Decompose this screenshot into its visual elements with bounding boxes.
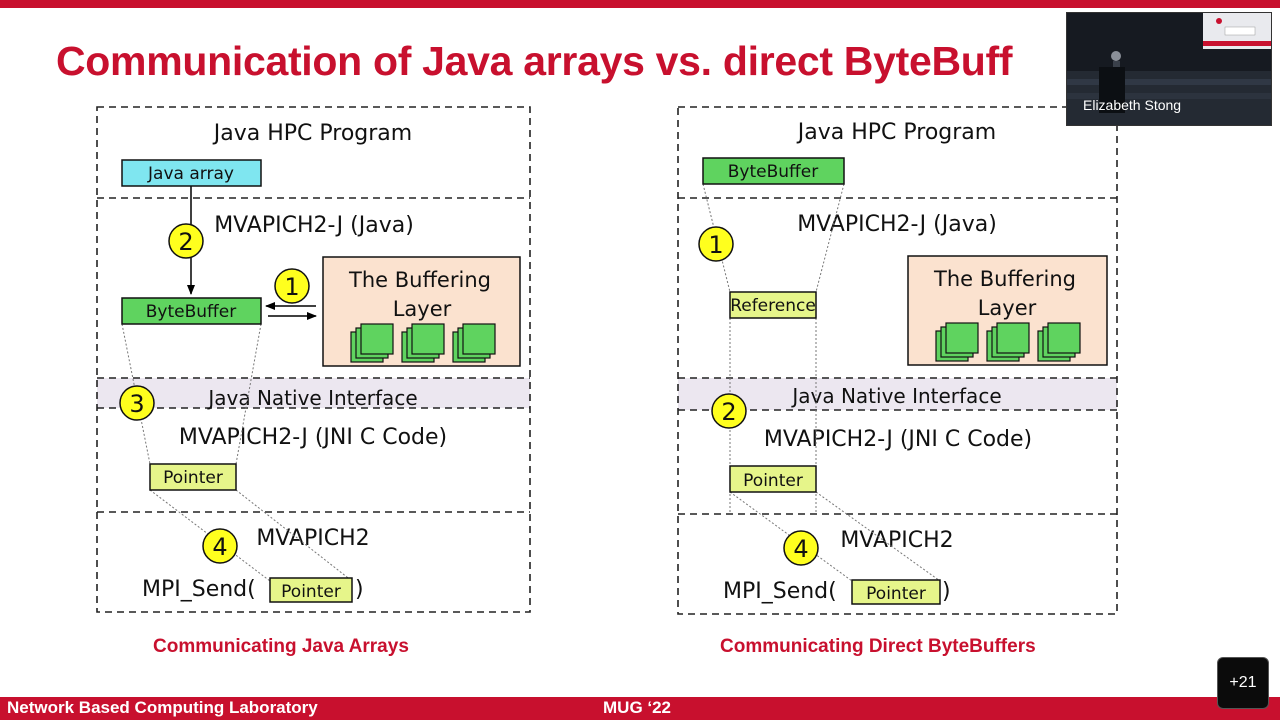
left-step-buffer-number: 1 (284, 273, 299, 301)
right-reference-text: Reference (730, 296, 816, 316)
right-guide-line (815, 491, 941, 582)
left-mpi-send-suffix: ) (355, 577, 364, 602)
footer-event-name: MUG ‘22 (603, 698, 672, 717)
right-buffering-line2: Layer (978, 296, 1037, 320)
left-buffering-line2: Layer (393, 297, 452, 321)
left-mpi-pointer-text: Pointer (281, 582, 341, 602)
right-buffer-stack-3 (1037, 322, 1081, 362)
right-outer-frame (677, 106, 1118, 615)
slide-footer: Network Based Computing Laboratory MUG ‘… (0, 697, 1280, 720)
right-mvapich-label: MVAPICH2 (840, 528, 953, 553)
top-accent-bar (0, 0, 1280, 8)
right-bytebuffer-box (702, 157, 845, 185)
right-guide-line (729, 491, 853, 582)
right-reference-box (729, 291, 817, 319)
right-pointer-text: Pointer (743, 471, 803, 491)
left-java-layer-label: MVAPICH2-J (Java) (214, 213, 414, 238)
slide-diagram: Java HPC Program MVAPICH2-J (Java) Java … (96, 106, 1118, 615)
right-guide-line (702, 183, 731, 293)
right-mpi-pointer-text: Pointer (866, 584, 926, 604)
left-mpi-pointer-box (269, 577, 353, 603)
left-guide-line (235, 489, 353, 582)
left-jni-label: Java Native Interface (206, 386, 417, 410)
left-outer-frame (96, 106, 531, 613)
right-jni-band (678, 378, 1117, 410)
right-mpi-pointer-box (851, 579, 941, 605)
right-jni-c-label: MVAPICH2-J (JNI C Code) (764, 427, 1032, 452)
left-bytebuffer-text: ByteBuffer (146, 302, 236, 322)
left-mpi-send-prefix: MPI_Send( (142, 577, 256, 602)
left-buffering-line1: The Buffering (348, 268, 491, 292)
right-guide-line (815, 183, 845, 293)
left-diagram: Java HPC Program MVAPICH2-J (Java) Java … (96, 106, 531, 613)
participant-name-label: Elizabeth Stong (1083, 97, 1182, 113)
more-participants-button[interactable]: +21 (1217, 657, 1269, 709)
right-step-badge-jni: 2 (711, 393, 747, 429)
left-pointer-text: Pointer (163, 468, 223, 488)
right-step-ref-number: 1 (708, 231, 723, 259)
left-bytebuffer-box (121, 297, 262, 325)
left-java-array-text: Java array (147, 164, 234, 184)
left-buffer-stack-1 (350, 323, 394, 363)
left-buffer-stack-3 (452, 323, 496, 363)
right-caption: Communicating Direct ByteBuffers (720, 636, 1036, 657)
left-jni-band (97, 378, 530, 408)
left-step-jni-number: 3 (129, 390, 144, 418)
right-step-jni-number: 2 (721, 398, 736, 426)
left-step-badge-copy: 2 (168, 223, 204, 259)
right-mpi-send-suffix: ) (942, 579, 951, 604)
right-diagram: Java HPC Program MVAPICH2-J (Java) Java … (677, 106, 1118, 615)
left-step-badge-buffer: 1 (274, 268, 310, 304)
left-caption: Communicating Java Arrays (153, 636, 409, 657)
left-java-array-box (121, 159, 262, 187)
left-jni-c-label: MVAPICH2-J (JNI C Code) (179, 425, 447, 450)
right-step-badge-send: 4 (783, 530, 819, 566)
right-buffer-stack-1 (935, 322, 979, 362)
left-step-copy-number: 2 (178, 228, 193, 256)
right-mpi-send-prefix: MPI_Send( (723, 579, 837, 604)
left-mvapich-label: MVAPICH2 (256, 526, 369, 551)
slide-title: Communication of Java arrays vs. direct … (56, 38, 1013, 84)
right-bytebuffer-text: ByteBuffer (728, 162, 818, 182)
right-step-badge-ref: 1 (698, 226, 734, 262)
video-feed (1067, 13, 1271, 125)
left-step-send-number: 4 (212, 533, 227, 561)
right-step-send-number: 4 (793, 535, 808, 563)
right-pointer-box (729, 465, 817, 493)
footer-lab-name: Network Based Computing Laboratory (7, 698, 318, 717)
left-step-badge-jni: 3 (119, 385, 155, 421)
left-buffer-stack-2 (401, 323, 445, 363)
left-pointer-box (149, 463, 237, 491)
right-java-layer-label: MVAPICH2-J (Java) (797, 212, 997, 237)
left-step-badge-send: 4 (202, 528, 238, 564)
participant-video-tile[interactable]: Elizabeth Stong (1066, 12, 1272, 126)
right-jni-label: Java Native Interface (790, 384, 1001, 408)
right-buffering-line1: The Buffering (933, 267, 1076, 291)
right-buffer-stack-2 (986, 322, 1030, 362)
right-program-label: Java HPC Program (796, 120, 996, 145)
left-guide-line (149, 489, 271, 582)
left-program-label: Java HPC Program (212, 121, 412, 146)
